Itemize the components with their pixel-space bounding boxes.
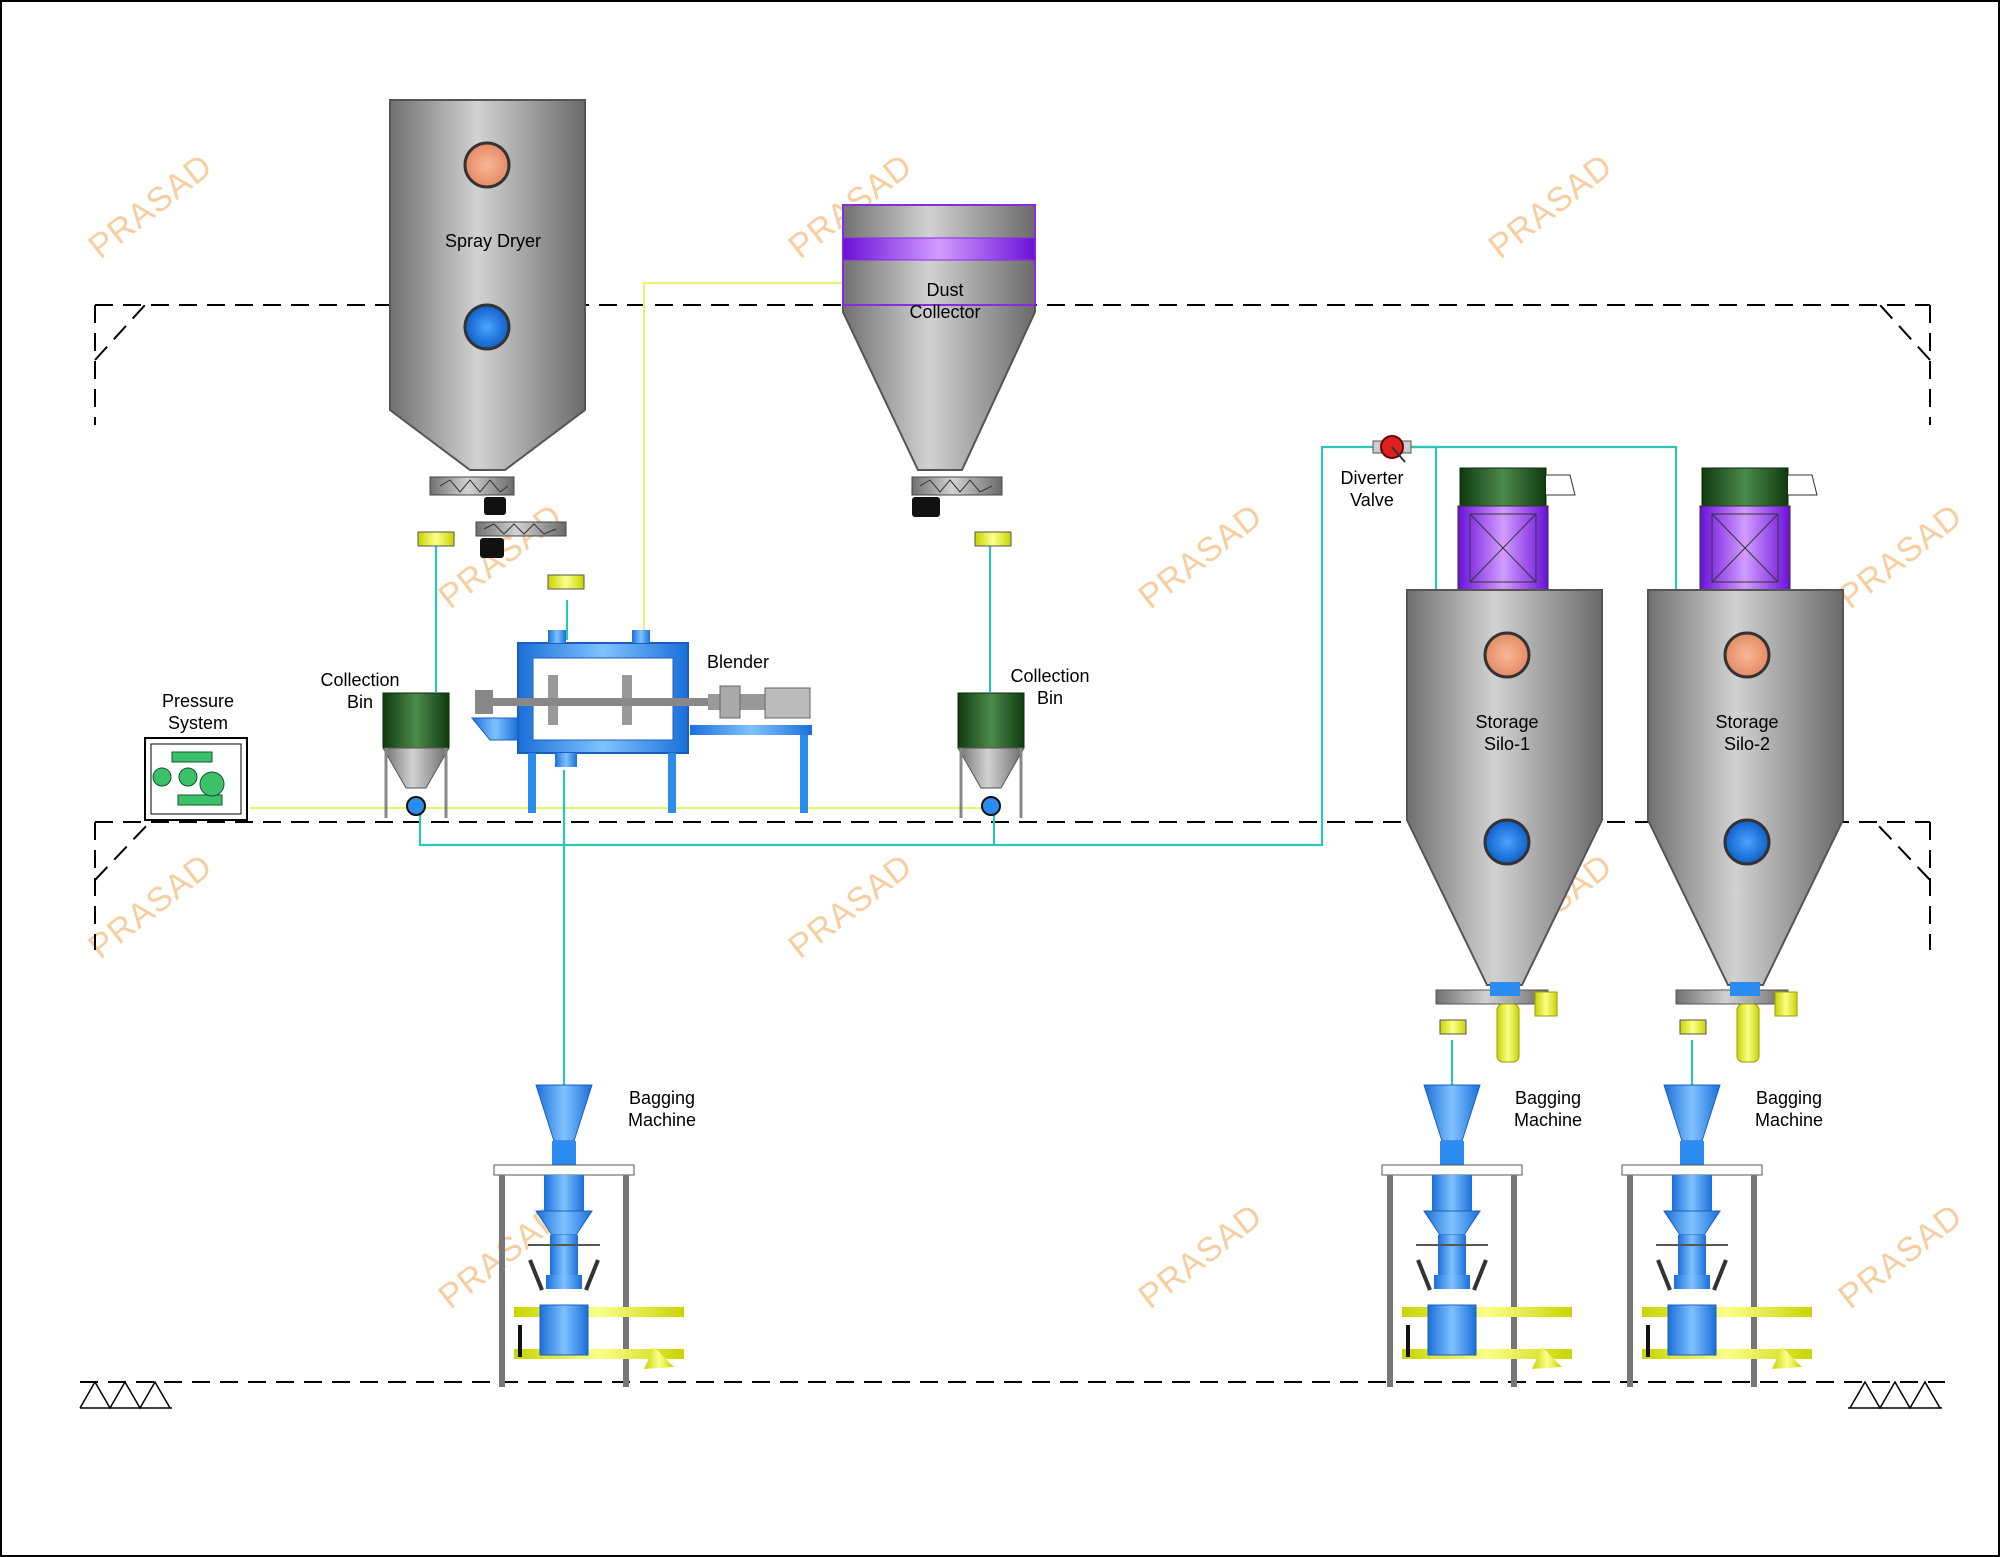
collection-bin-left-label-2: Bin	[347, 692, 373, 712]
blower-icon	[178, 767, 198, 787]
collection-bin-right-label-1: Collection	[1010, 666, 1089, 686]
diverter-valve-label-1: Diverter	[1340, 468, 1403, 488]
watermark: PRASAD	[82, 847, 220, 967]
sight-glass-icon	[1723, 631, 1771, 679]
manhole-icon	[1723, 818, 1771, 866]
sight-glass-icon	[1483, 631, 1531, 679]
bagging-machine-3-label-2: Machine	[1755, 1110, 1823, 1130]
storage-silo-1-label-2: Silo-1	[1484, 734, 1530, 754]
pipe-network	[250, 281, 1694, 1085]
bagging-machine-3-label-1: Bagging	[1756, 1088, 1822, 1108]
manhole-icon	[463, 303, 511, 351]
watermark: PRASAD	[1832, 497, 1970, 617]
bagging-machine-2-label-1: Bagging	[1515, 1088, 1581, 1108]
upper-floor	[94, 304, 1931, 425]
rotary-feeder-icon	[1679, 1019, 1707, 1035]
spray-dryer: Spray Dryer	[389, 99, 586, 590]
sight-glass-icon	[463, 141, 511, 189]
watermark: PRASAD	[1132, 497, 1270, 617]
middle-floor	[94, 821, 1931, 950]
watermark: PRASAD	[782, 847, 920, 967]
manhole-icon	[1483, 818, 1531, 866]
blender: Blender	[470, 630, 812, 813]
collection-bin-left: Collection Bin	[320, 670, 450, 818]
rotary-feeder-icon	[974, 531, 1012, 547]
watermark: PRASAD	[1832, 1197, 1970, 1317]
watermark: PRASAD	[82, 147, 220, 267]
dust-collector: Dust Collector	[842, 204, 1036, 547]
bagging-machine-2: Bagging Machine	[1382, 1085, 1582, 1387]
rotary-feeder-icon	[547, 574, 585, 590]
storage-silo-2-label-1: Storage	[1715, 712, 1778, 732]
ground-floor	[79, 1380, 1945, 1410]
storage-silo-2-label-2: Silo-2	[1724, 734, 1770, 754]
storage-silo-1: Storage Silo-1	[1406, 467, 1603, 1063]
diverter-valve-label-2: Valve	[1350, 490, 1394, 510]
watermark: PRASAD	[1482, 147, 1620, 267]
bagging-machine-3: Bagging Machine	[1622, 1085, 1823, 1387]
bagging-machine-1-label-1: Bagging	[629, 1088, 695, 1108]
bagging-machine-2-label-2: Machine	[1514, 1110, 1582, 1130]
dust-collector-label-1: Dust	[926, 280, 963, 300]
bagging-machine-1: Bagging Machine	[494, 1085, 696, 1387]
rotary-feeder-icon	[1439, 1019, 1467, 1035]
pressure-system-label-2: System	[168, 713, 228, 733]
dust-collector-label-2: Collector	[909, 302, 980, 322]
diverter-valve: Diverter Valve	[1340, 435, 1412, 510]
blender-label: Blender	[707, 652, 769, 672]
collection-bin-right: Collection Bin	[957, 666, 1090, 818]
spray-dryer-label: Spray Dryer	[445, 231, 541, 251]
pressure-system: Pressure System	[144, 691, 248, 821]
pressure-system-label-1: Pressure	[162, 691, 234, 711]
bagging-machine-1-label-2: Machine	[628, 1110, 696, 1130]
watermark: PRASAD	[1132, 1197, 1270, 1317]
storage-silo-2: Storage Silo-2	[1647, 467, 1844, 1063]
storage-silo-1-label-1: Storage	[1475, 712, 1538, 732]
blower-icon	[152, 767, 172, 787]
collection-bin-left-label-1: Collection	[320, 670, 399, 690]
collection-bin-right-label-2: Bin	[1037, 688, 1063, 708]
rotary-feeder-icon	[417, 531, 455, 547]
